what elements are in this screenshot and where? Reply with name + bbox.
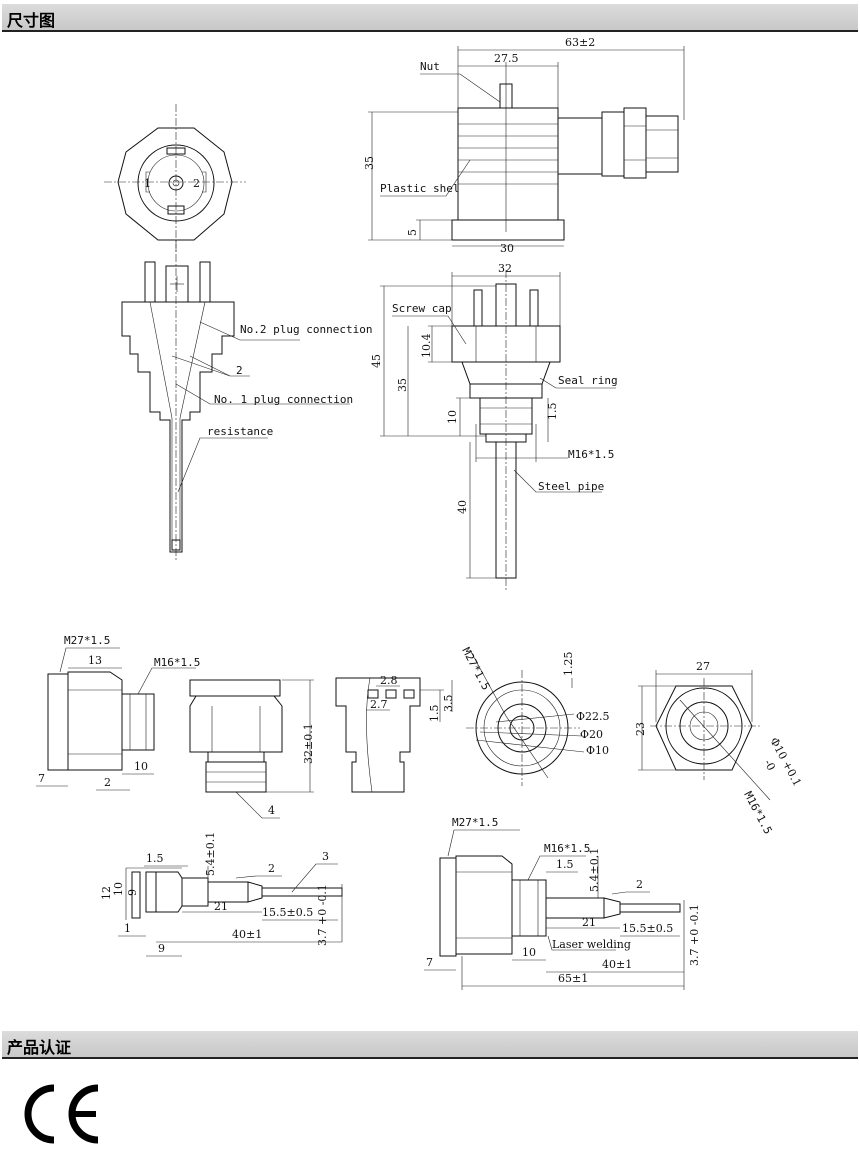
- dim-32: 32: [498, 262, 512, 275]
- dim-13: 13: [88, 654, 102, 667]
- dim-7-b: 7: [426, 956, 433, 969]
- dim-35-b: 35: [396, 378, 409, 392]
- dim-m27-b: M27*1.5: [459, 645, 492, 692]
- dim-27-5: 27.5: [494, 52, 519, 65]
- dim-2-7: 2.7: [370, 698, 388, 711]
- label-steel-pipe: Steel pipe: [538, 480, 604, 493]
- dim-m27-c: M27*1.5: [452, 816, 498, 829]
- dim-21-a: 21: [214, 900, 228, 913]
- dim-40-tol-a: 40±1: [232, 928, 262, 941]
- dim-40-tol-b: 40±1: [602, 958, 632, 971]
- label-laser-welding: Laser welding: [552, 938, 631, 951]
- part-round-face-view: M27*1.5 1.25 Φ22.5 Φ20 Φ10: [459, 645, 610, 786]
- connector-section-view: No.2 plug connection 2 No. 1 plug connec…: [121, 240, 372, 560]
- dim-3-7-a: 3.7 +0 -0.1: [316, 884, 329, 946]
- dim-63: 63±2: [565, 36, 595, 49]
- dim-21-b: 21: [582, 916, 596, 929]
- dim-10-c: 10: [112, 882, 125, 896]
- dim-phi-10-a: Φ10: [586, 744, 609, 757]
- dim-27: 27: [696, 660, 710, 673]
- dim-9-b: 9: [158, 942, 165, 955]
- ce-certification-logo: CE: [24, 1084, 99, 1144]
- dim-m16-a: M16*1.5: [568, 448, 614, 461]
- dim-1-5-a: 1.5: [546, 403, 559, 421]
- pin-1-label: 1: [144, 177, 151, 190]
- label-seal-ring: Seal ring: [558, 374, 618, 387]
- dim-3: 3: [322, 850, 329, 863]
- dim-65: 65±1: [558, 972, 588, 985]
- dim-5: 5: [406, 229, 419, 236]
- sensor-body-view: 32 45 10.4 35 10 1.5 M16*1.5 40 Screw ca…: [370, 262, 618, 590]
- part-nut-side-view: M27*1.5 13 M16*1.5 7 2 10: [36, 634, 200, 791]
- label-resistance: resistance: [207, 425, 273, 438]
- dim-30: 30: [500, 242, 514, 255]
- dimensions-section-header: 尺寸图: [2, 4, 858, 32]
- label-nut: Nut: [420, 60, 440, 73]
- dim-5-4-b: 5.4±0.1: [588, 848, 601, 892]
- dim-35-a: 35: [363, 156, 376, 170]
- dim-3-7-b: 3.7 +0 -0.1: [688, 904, 701, 966]
- certification-title: 产品认证: [7, 1038, 72, 1057]
- dim-3-5: 3.5: [442, 695, 455, 713]
- din-connector-view: 63±2 27.5 35 5 30 Nut Plastic shel: [363, 36, 685, 255]
- dim-1-5-b: 1.5: [428, 705, 441, 723]
- dim-32-tol: 32±0.1: [302, 723, 315, 764]
- dim-9-a: 9: [126, 889, 139, 896]
- dim-40-a: 40: [456, 500, 469, 514]
- pin-2-label: 2: [193, 177, 200, 190]
- dim-phi-22-5: Φ22.5: [576, 710, 610, 723]
- dim-5-4-a: 5.4±0.1: [204, 832, 217, 876]
- dim-m16-c: M16*1.5: [741, 789, 774, 836]
- dim-10-4: 10.4: [420, 334, 433, 359]
- connector-top-view: 1 2: [104, 104, 246, 252]
- dim-2-a: 2: [104, 776, 111, 789]
- dim-4: 4: [268, 804, 275, 817]
- part-half-section-view: 2.8 2.7 1.5 3.5: [335, 674, 455, 793]
- part-screw-cap-view: 32±0.1 4: [189, 679, 315, 819]
- dimensions-title: 尺寸图: [7, 11, 56, 30]
- label-plastic-shell: Plastic shel: [380, 182, 459, 195]
- dim-15-5-b: 15.5±0.5: [622, 922, 673, 935]
- dim-phi-10-b-tol: -0: [761, 757, 778, 773]
- dim-10-d: 10: [522, 946, 536, 959]
- pipe-assembly-small: 12 10 9 1.5 5.4±0.1 2 3 21 15.5±0.5 3.7 …: [100, 832, 343, 957]
- dim-10-b: 10: [134, 760, 148, 773]
- dim-1-5-c: 1.5: [146, 852, 164, 865]
- dimension-drawings: 1 2 No.2 plug connection 2 No. 1 plug co…: [36, 36, 804, 990]
- dim-2-b: 2: [268, 862, 275, 875]
- label-lead-2: 2: [236, 364, 243, 377]
- pipe-assembly-full: M27*1.5 M16*1.5 1.5 5.4±0.1 2 21 15.5±0.…: [424, 816, 701, 990]
- part-hex-face-view: 27 23 Φ10 +0.1 -0 M16*1.5: [634, 660, 804, 836]
- label-no2-plug: No.2 plug connection: [240, 323, 372, 336]
- certification-section-header: 产品认证: [2, 1031, 858, 1059]
- dim-1-25: 1.25: [562, 652, 575, 677]
- dim-7-a: 7: [38, 772, 45, 785]
- dim-15-5-a: 15.5±0.5: [262, 906, 313, 919]
- dim-m16-d: M16*1.5: [544, 842, 590, 855]
- label-screw-cap: Screw cap: [392, 302, 452, 315]
- dim-12: 12: [100, 886, 113, 900]
- dim-2-c: 2: [636, 878, 643, 891]
- dim-1: 1: [124, 922, 131, 935]
- dim-45: 45: [370, 354, 383, 368]
- label-no1-plug: No. 1 plug connection: [214, 393, 353, 406]
- dim-23: 23: [634, 722, 647, 736]
- dim-1-5-d: 1.5: [556, 858, 574, 871]
- dim-2-8: 2.8: [380, 674, 398, 687]
- dim-m16-b: M16*1.5: [154, 656, 200, 669]
- dim-10-a: 10: [446, 410, 459, 424]
- dim-phi-20: Φ20: [580, 728, 603, 741]
- dim-m27-a: M27*1.5: [64, 634, 110, 647]
